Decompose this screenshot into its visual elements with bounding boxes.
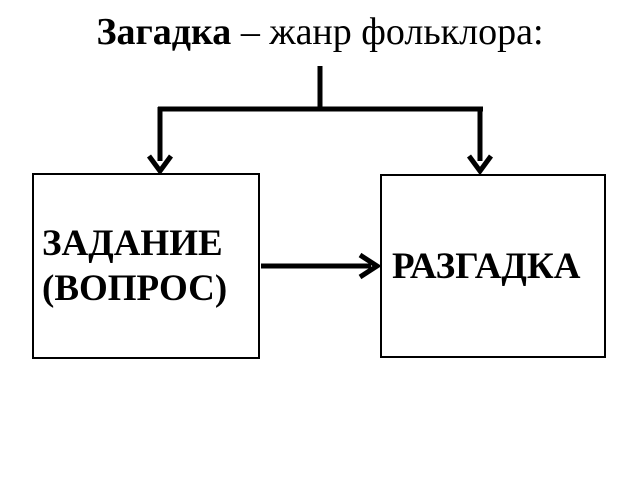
title-term: Загадка: [96, 11, 232, 53]
slide-title: Загадка – жанр фольклора:: [0, 11, 640, 54]
box-task: ЗАДАНИЕ (ВОПРОС): [32, 173, 260, 359]
arrow-right-icon: [358, 252, 382, 280]
arrow-down-right-icon: [466, 154, 494, 176]
box-answer: РАЗГАДКА: [380, 174, 606, 358]
title-rest: – жанр фольклора:: [231, 11, 544, 53]
box-task-line2: (ВОПРОС): [42, 268, 228, 309]
box-answer-label: РАЗГАДКА: [392, 245, 581, 287]
arrow-down-left-icon: [146, 154, 174, 176]
box-task-line1: ЗАДАНИЕ: [42, 223, 223, 264]
